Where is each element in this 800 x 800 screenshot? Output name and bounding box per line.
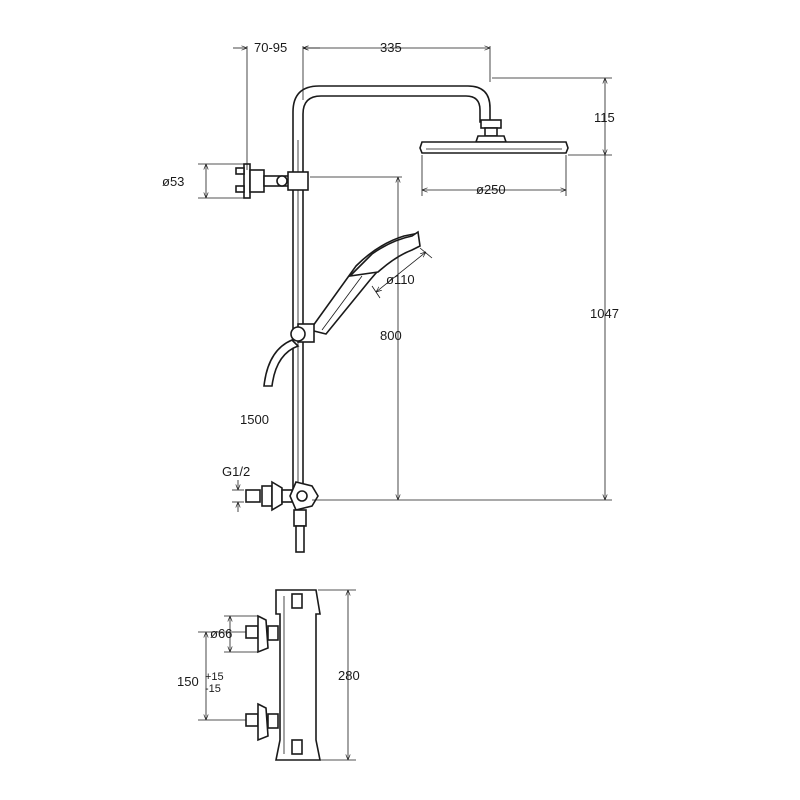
slider bbox=[290, 326, 306, 342]
valve-inlet-lower bbox=[245, 702, 279, 742]
dim-head-drop: 115 bbox=[594, 110, 615, 125]
valve-dimension-lines bbox=[198, 589, 356, 761]
rain-head bbox=[419, 141, 569, 154]
mixer-connection bbox=[245, 480, 319, 553]
shower-column bbox=[235, 85, 569, 553]
dim-hose-length: 1500 bbox=[240, 412, 269, 427]
dimension-labels: 70-95 335 115 ø53 ø250 ø110 800 1047 150… bbox=[162, 40, 619, 695]
dim-inlet-tolerance-minus: -15 bbox=[205, 683, 221, 695]
thermostatic-valve bbox=[245, 589, 321, 761]
dim-slider-height: 800 bbox=[380, 328, 402, 343]
wall-bracket bbox=[235, 163, 309, 199]
dim-arm-reach: 335 bbox=[380, 40, 402, 55]
hose bbox=[263, 339, 300, 387]
dim-head-diameter: ø250 bbox=[476, 182, 506, 197]
dim-valve-height: 280 bbox=[338, 668, 360, 683]
dim-mount-diameter: ø53 bbox=[162, 174, 184, 189]
dim-inlet-spacing: 150 bbox=[177, 674, 199, 689]
dim-inlet-tolerance-plus: +15 bbox=[205, 671, 224, 683]
valve-inlet-upper bbox=[245, 614, 279, 654]
dimension-lines bbox=[198, 46, 612, 512]
dim-valve-diameter: ø66 bbox=[210, 626, 232, 641]
dim-handshower-diameter: ø110 bbox=[386, 272, 415, 287]
hand-shower bbox=[297, 230, 421, 343]
dim-wall-offset: 70-95 bbox=[254, 40, 287, 55]
riser-pipe bbox=[292, 85, 491, 501]
dim-thread: G1/2 bbox=[222, 464, 250, 479]
head-connector bbox=[480, 119, 502, 129]
dim-total-height: 1047 bbox=[590, 306, 619, 321]
